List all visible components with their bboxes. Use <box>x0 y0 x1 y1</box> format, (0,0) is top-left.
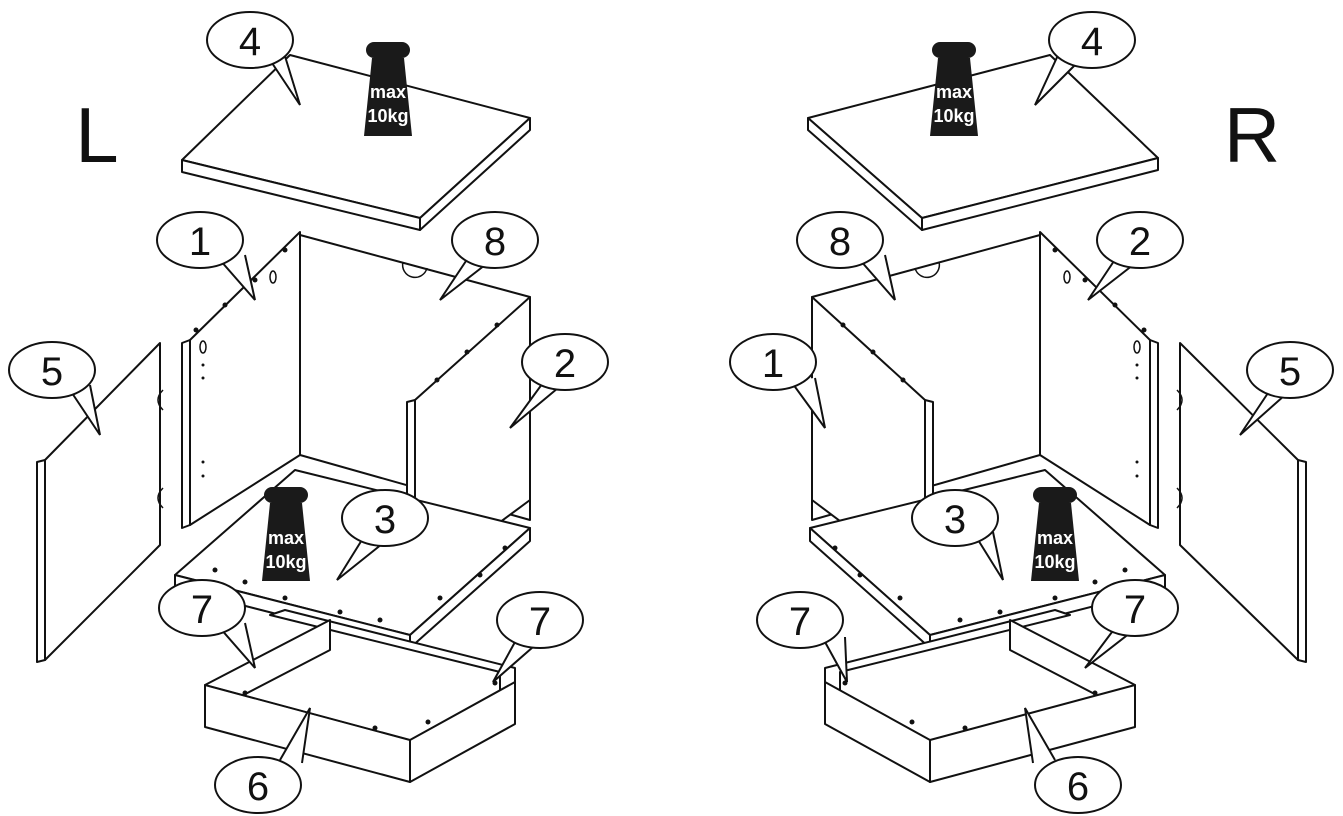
left-side-panel <box>181 231 301 529</box>
right-door-panel <box>1176 342 1307 663</box>
right-cabinet: max 10kg max 10kg 4 8 2 1 <box>729 11 1334 814</box>
svg-text:5: 5 <box>1279 350 1301 394</box>
left-door-panel <box>36 342 164 663</box>
left-top-weight-icon: max 10kg <box>364 42 412 136</box>
callout-8-right: 8 <box>796 211 896 301</box>
svg-text:6: 6 <box>247 765 269 809</box>
weight-label-max: max <box>268 528 304 548</box>
callout-7-left-b: 7 <box>492 591 584 683</box>
side-label-left: L <box>75 91 118 179</box>
svg-text:7: 7 <box>529 600 551 644</box>
svg-text:7: 7 <box>191 588 213 632</box>
right-bottom-weight-icon: max 10kg <box>1031 487 1079 581</box>
callout-6-left: 6 <box>214 707 311 814</box>
callout-7-right-b: 7 <box>1084 579 1179 669</box>
right-plinth <box>824 609 1136 783</box>
callout-1-right: 1 <box>729 333 826 429</box>
callout-3-right: 3 <box>911 489 1004 581</box>
weight-label-value: 10kg <box>265 552 306 572</box>
right-top-panel <box>807 54 1159 231</box>
callout-3-left: 3 <box>336 489 429 581</box>
svg-text:6: 6 <box>1067 765 1089 809</box>
left-plinth <box>204 609 516 783</box>
svg-text:8: 8 <box>829 220 851 264</box>
left-bottom-weight-icon: max 10kg <box>262 487 310 581</box>
callout-2-right: 2 <box>1087 211 1184 301</box>
svg-text:4: 4 <box>239 20 261 64</box>
callout-2-left: 2 <box>509 333 609 429</box>
left-cabinet: max 10kg max 10kg 4 1 8 2 <box>8 11 609 814</box>
weight-label-max: max <box>370 82 406 102</box>
callout-8-left: 8 <box>439 211 539 301</box>
weight-label-max: max <box>1037 528 1073 548</box>
weight-label-max: max <box>936 82 972 102</box>
svg-text:5: 5 <box>41 350 63 394</box>
svg-text:1: 1 <box>762 342 784 386</box>
callout-5-right: 5 <box>1239 341 1334 436</box>
svg-text:2: 2 <box>554 342 576 386</box>
svg-text:1: 1 <box>189 220 211 264</box>
callout-6-right: 6 <box>1024 707 1122 814</box>
weight-label-value: 10kg <box>1034 552 1075 572</box>
svg-text:4: 4 <box>1081 20 1103 64</box>
callout-7-right-a: 7 <box>756 591 848 683</box>
svg-text:3: 3 <box>944 498 966 542</box>
callout-4-right: 4 <box>1034 11 1136 106</box>
weight-label-value: 10kg <box>933 106 974 126</box>
callout-1-left: 1 <box>156 211 256 301</box>
callout-4-left: 4 <box>206 11 301 106</box>
svg-text:8: 8 <box>484 220 506 264</box>
side-label-right: R <box>1224 91 1280 179</box>
svg-text:2: 2 <box>1129 220 1151 264</box>
svg-text:7: 7 <box>789 600 811 644</box>
svg-text:3: 3 <box>374 498 396 542</box>
callout-7-left-a: 7 <box>158 579 256 669</box>
callout-5-left: 5 <box>8 341 101 436</box>
right-top-weight-icon: max 10kg <box>930 42 978 136</box>
svg-text:7: 7 <box>1124 588 1146 632</box>
weight-label-value: 10kg <box>367 106 408 126</box>
right-side-panel-2 <box>1039 231 1159 529</box>
left-top-panel <box>181 54 531 231</box>
